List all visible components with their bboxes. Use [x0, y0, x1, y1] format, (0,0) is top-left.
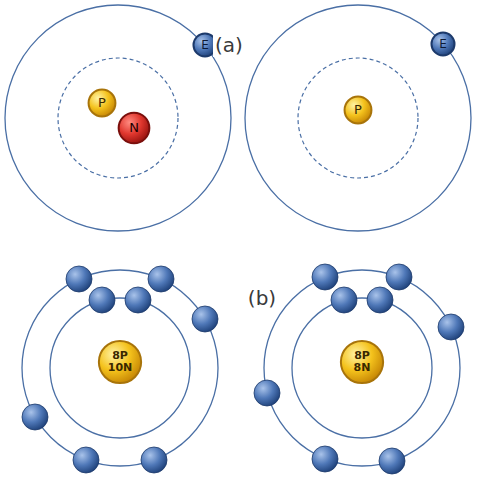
proton-body	[345, 97, 372, 124]
neutron-label: N	[129, 121, 139, 135]
electron-body	[431, 32, 454, 55]
nucleus-label: 8P 8N	[347, 350, 377, 373]
nucleus-region	[58, 58, 178, 178]
electron	[125, 287, 151, 313]
electron: E	[431, 32, 455, 56]
electron	[254, 380, 280, 406]
electron-label: E	[201, 39, 209, 52]
electron	[331, 287, 357, 313]
neutron-body	[119, 113, 150, 144]
proton: P	[344, 96, 372, 124]
electron	[312, 446, 338, 472]
electron	[312, 264, 338, 290]
nucleus: 8P 8N	[340, 340, 384, 384]
panel-label: (b)	[246, 286, 278, 310]
orbit	[5, 5, 231, 231]
proton-label: P	[354, 103, 362, 117]
nucleus-label: 8P 10N	[105, 350, 135, 373]
electron	[73, 447, 99, 473]
electron	[379, 448, 405, 474]
inner-shell	[292, 298, 432, 438]
electron	[66, 266, 92, 292]
electron	[148, 266, 174, 292]
electron	[89, 287, 115, 313]
outer-shell	[22, 270, 218, 466]
electron-label: E	[439, 38, 447, 51]
nucleus: 8P 10N	[98, 340, 142, 384]
nucleus-body	[99, 341, 141, 383]
outer-shell	[264, 270, 460, 466]
orbit	[245, 5, 471, 231]
nucleus-body	[341, 341, 383, 383]
proton: P	[88, 89, 116, 117]
panel-label: (a)	[213, 33, 245, 57]
electron	[386, 264, 412, 290]
nucleus-region	[298, 58, 418, 178]
electron	[22, 404, 48, 430]
electron	[367, 287, 393, 313]
electron	[438, 314, 464, 340]
neutron: N	[118, 112, 150, 144]
proton-body	[89, 90, 116, 117]
proton-label: P	[98, 96, 106, 110]
electron	[192, 306, 218, 332]
electron	[141, 447, 167, 473]
inner-shell	[50, 298, 190, 438]
